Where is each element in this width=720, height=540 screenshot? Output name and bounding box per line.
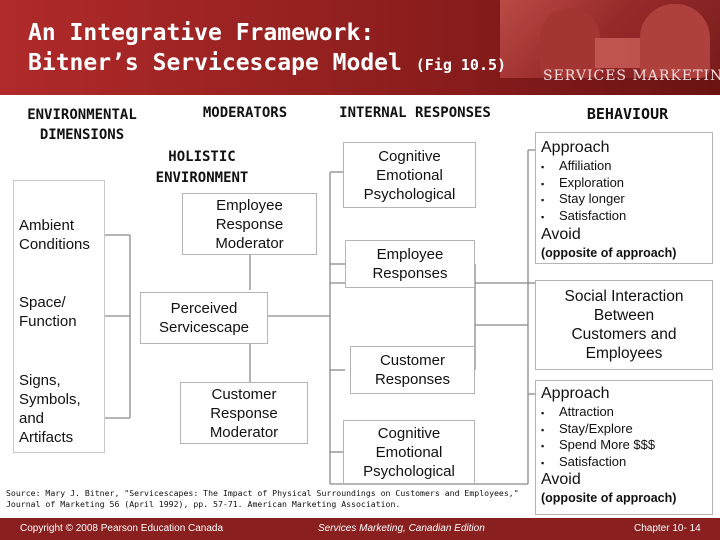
employee-cognitive-box: Cognitive Emotional Psychological xyxy=(343,142,476,208)
list-item: ▪Exploration xyxy=(541,174,625,190)
figure-ref: (Fig 10.5) xyxy=(415,56,507,74)
environmental-dimensions-frame xyxy=(13,180,105,453)
footer-bar: Copyright © 2008 Pearson Education Canad… xyxy=(0,518,720,540)
perceived-servicescape: Perceived Servicescape xyxy=(140,292,268,344)
photo-person-right xyxy=(640,4,710,78)
list-item: ▪Satisfaction xyxy=(541,453,627,469)
list-item: ▪Stay longer xyxy=(541,191,625,207)
space-function-label: Space/ Function xyxy=(19,294,77,330)
header-photo xyxy=(500,0,720,78)
page-title-text: Bitner’s Servicescape Model xyxy=(28,50,402,76)
photo-person-left xyxy=(540,8,600,78)
ambient-conditions-label: Ambient Conditions xyxy=(19,217,90,253)
list-item: ▪Affiliation xyxy=(541,158,612,173)
column-header-behaviour: BEHAVIOUR xyxy=(586,105,669,123)
employee-response-moderator: Employee Response Moderator xyxy=(182,193,317,255)
customer-avoid-note: (opposite of approach) xyxy=(541,491,677,505)
employee-avoid-heading: Avoid xyxy=(541,226,581,243)
employee-avoid-note: (opposite of approach) xyxy=(541,246,677,260)
footer-chapter: Chapter 10- 14 xyxy=(634,523,701,534)
customer-cognitive-box: Cognitive Emotional Psychological xyxy=(343,420,475,484)
customer-approach-list: ▪Attraction ▪Stay/Explore ▪Spend More $$… xyxy=(541,404,655,470)
list-item: ▪Attraction xyxy=(541,404,614,419)
employee-approach-list: ▪Affiliation ▪Exploration ▪Stay longer ▪… xyxy=(541,158,626,224)
customer-behaviour-box xyxy=(535,380,713,515)
footer-book-title: Services Marketing, Canadian Edition xyxy=(318,523,485,534)
column-header-internal: INTERNAL RESPONSES xyxy=(339,105,491,121)
customer-responses-box: Customer Responses xyxy=(350,346,475,394)
list-item: ▪Spend More $$$ xyxy=(541,437,656,453)
column-header-moderators: MODERATORS xyxy=(202,105,288,121)
customer-approach-heading: Approach xyxy=(541,385,610,402)
customer-avoid-heading: Avoid xyxy=(541,471,581,488)
employee-behaviour-box xyxy=(535,132,713,264)
social-interaction-box: Social Interaction Between Customers and… xyxy=(535,280,713,370)
holistic-environment-label: HOLISTIC ENVIRONMENT xyxy=(155,149,249,186)
page-title-line1: An Integrative Framework: xyxy=(28,20,375,46)
list-item: ▪Satisfaction xyxy=(541,207,627,223)
page-title-line2: Bitner’s Servicescape Model (Fig 10.5) xyxy=(28,50,506,76)
employee-approach-heading: Approach xyxy=(541,139,610,156)
column-header-environmental: ENVIRONMENTAL DIMENSIONS xyxy=(27,107,137,143)
header-banner: An Integrative Framework: Bitner’s Servi… xyxy=(0,0,720,95)
footer-copyright: Copyright © 2008 Pearson Education Canad… xyxy=(20,523,224,534)
list-item: ▪Stay/Explore xyxy=(541,420,633,436)
customer-response-moderator: Customer Response Moderator xyxy=(180,382,308,444)
signs-symbols-label: Signs, Symbols, and Artifacts xyxy=(19,372,81,446)
source-citation: Source: Mary J. Bitner, "Servicescapes: … xyxy=(6,488,519,509)
employee-responses-box: Employee Responses xyxy=(345,240,475,288)
brand-logo-text: SERVICES MARKETING xyxy=(543,68,720,84)
